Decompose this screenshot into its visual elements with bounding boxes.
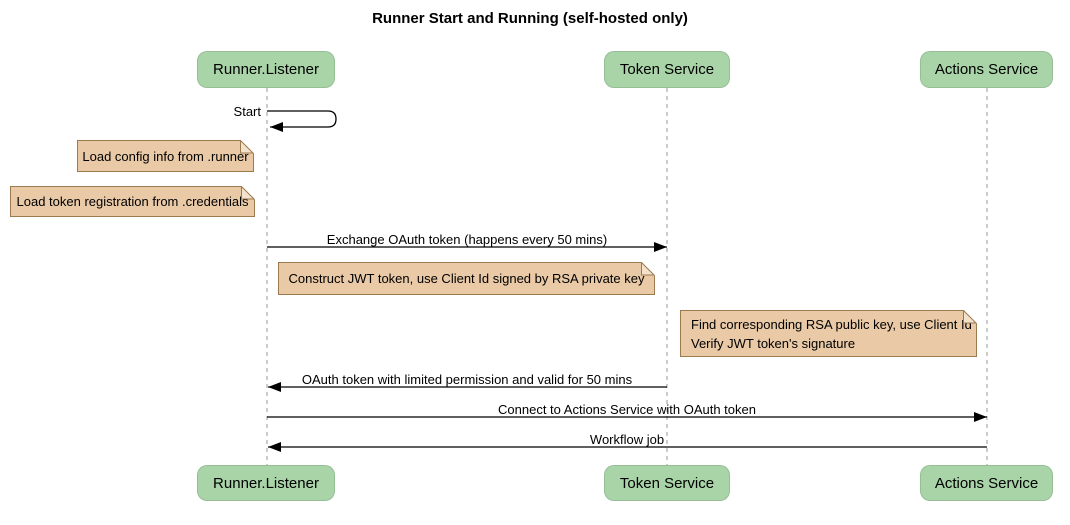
note-load-token-registration: Load token registration from .credential… [10,186,255,217]
participant-actions-service-bottom: Actions Service [920,465,1053,501]
participant-label: Runner.Listener [213,61,319,78]
participant-runner-listener-bottom: Runner.Listener [197,465,335,501]
note-fold-icon [963,310,977,324]
participant-runner-listener-top: Runner.Listener [197,51,335,88]
message-label-workflow-job: Workflow job [589,432,665,447]
participant-label: Token Service [619,61,715,78]
note-text-line: Verify JWT token's signature [691,335,856,351]
note-verify-jwt: Find corresponding RSA public key, use C… [680,310,977,357]
diagram-title: Runner Start and Running (self-hosted on… [372,10,688,27]
message-label-oauth-token-return: OAuth token with limited permission and … [301,372,633,387]
note-text: Load token registration from .credential… [16,194,249,209]
note-text: Construct JWT token, use Client Id signe… [288,271,645,286]
note-construct-jwt: Construct JWT token, use Client Id signe… [278,262,655,295]
participant-token-service-top: Token Service [604,51,730,88]
message-label-start: Start [233,104,261,119]
participant-label: Runner.Listener [213,474,319,492]
note-fold-icon [241,186,255,200]
message-label-exchange-oauth-token: Exchange OAuth token (happens every 50 m… [326,232,608,247]
note-load-config: Load config info from .runner [77,140,254,172]
participant-token-service-bottom: Token Service [604,465,730,501]
note-text-line: Find corresponding RSA public key, use C… [691,316,972,332]
participant-label: Actions Service [934,474,1039,492]
message-arrow-start-self [267,110,337,132]
note-fold-icon [641,262,655,276]
message-label-connect-actions-service: Connect to Actions Service with OAuth to… [498,402,756,417]
participant-label: Actions Service [934,61,1039,78]
note-fold-icon [240,140,254,154]
participant-actions-service-top: Actions Service [920,51,1053,88]
note-text: Load config info from .runner [82,148,249,164]
participant-label: Token Service [619,474,715,492]
